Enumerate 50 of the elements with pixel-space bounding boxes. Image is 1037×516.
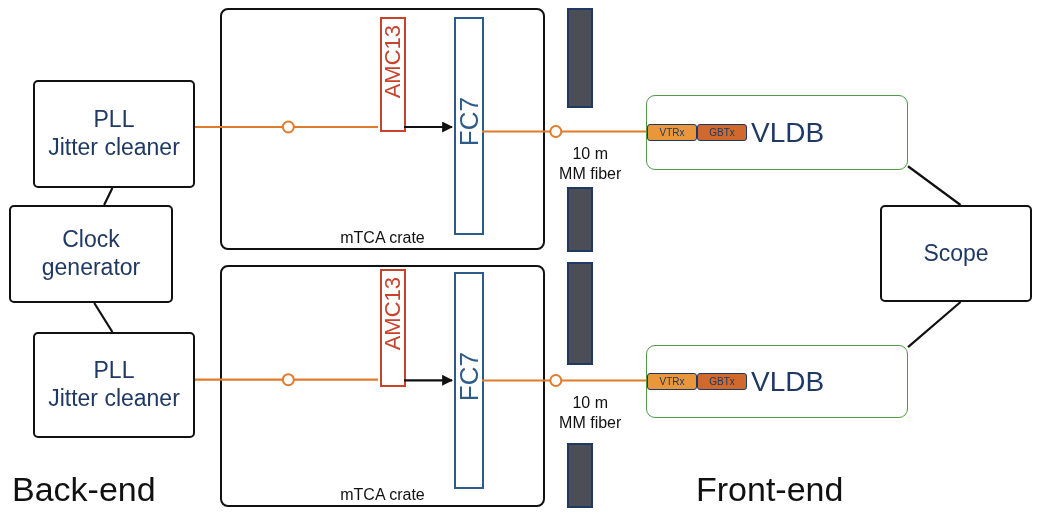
- module-label: AMC13: [382, 25, 404, 99]
- box-label: mTCA crate: [340, 486, 425, 504]
- chip-label: VTRx: [659, 127, 685, 138]
- connector-line: [907, 165, 962, 206]
- chip-box: [647, 373, 697, 390]
- box-label: VLDB: [751, 118, 826, 147]
- shield-block: [567, 443, 593, 508]
- box-label: mTCA crate: [340, 229, 425, 247]
- section-label: Front-end: [696, 470, 844, 509]
- chip-box: [697, 373, 747, 390]
- shield-block: [567, 262, 593, 365]
- process-box: [880, 205, 1032, 302]
- fiber-line: [482, 379, 646, 382]
- box-label: VLDB: [751, 367, 826, 396]
- connector-line: [103, 187, 114, 206]
- box-label: PLL: [92, 357, 136, 385]
- board-box: [646, 95, 908, 170]
- box-label: Jitter cleaner: [47, 134, 181, 162]
- arrow: [404, 374, 454, 386]
- fiber-line: [482, 130, 646, 133]
- section-label: Back-end: [12, 470, 156, 509]
- crate-box: [220, 265, 545, 507]
- chip-label: VTRx: [659, 376, 685, 387]
- shield-block: [567, 8, 593, 108]
- box-label: PLL: [92, 106, 136, 134]
- chip-box: [647, 124, 697, 141]
- box-label: Clock generator: [40, 226, 142, 282]
- module-card: [454, 17, 484, 235]
- connector-line: [93, 302, 114, 333]
- chip-label: GBTx: [709, 376, 735, 387]
- module-card: [454, 272, 484, 489]
- process-box: [33, 332, 195, 438]
- process-box: [9, 205, 173, 303]
- connector-line: [907, 301, 962, 349]
- box-label: Jitter cleaner: [47, 385, 181, 413]
- fiber-line: [195, 125, 378, 129]
- process-box: [33, 80, 195, 188]
- chip-label: GBTx: [709, 127, 735, 138]
- shield-block: [567, 187, 593, 252]
- crate-box: [220, 8, 545, 250]
- arrow: [404, 121, 454, 133]
- chip-box: [697, 124, 747, 141]
- box-label: Scope: [922, 239, 990, 268]
- fiber-line: [195, 378, 378, 381]
- module-label: FC7: [456, 352, 482, 402]
- module-label: AMC13: [382, 277, 404, 351]
- board-box: [646, 345, 908, 418]
- module-label: FC7: [456, 97, 482, 147]
- module-card: [380, 269, 406, 387]
- module-card: [380, 17, 406, 132]
